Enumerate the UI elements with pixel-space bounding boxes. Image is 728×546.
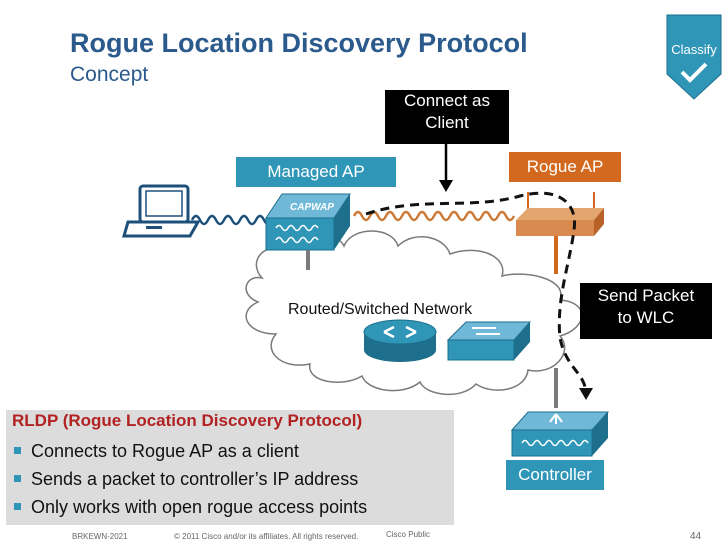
bullet-item: Connects to Rogue AP as a client (14, 441, 299, 462)
connect-label-line2: Client (425, 113, 469, 132)
rldp-info-panel (6, 410, 454, 525)
capwap-label: CAPWAP (290, 202, 334, 213)
send-packet-box: Send Packet to WLC (580, 283, 712, 339)
rldp-arrowhead (579, 388, 593, 400)
bullet-marker (14, 446, 21, 454)
laptop-icon (122, 184, 201, 238)
bullet-marker (14, 474, 21, 482)
badge-shape (666, 14, 722, 100)
connect-label-line1: Connect as (404, 91, 490, 110)
check-icon (680, 62, 708, 83)
connect-as-client-box: Connect as Client (385, 90, 509, 144)
badge-label: Classify (671, 42, 717, 57)
page-number: 44 (690, 531, 702, 542)
send-label-line2: to WLC (617, 308, 675, 327)
page-title: Rogue Location Discovery Protocol (70, 28, 528, 58)
bullet-text: Only works with open rogue access points (31, 497, 368, 517)
footer-classification: Cisco Public (386, 530, 431, 539)
network-label: Routed/Switched Network (288, 301, 473, 318)
rldp-dashed-path (365, 191, 588, 393)
wireless-signal-rogue (352, 210, 516, 222)
classify-badge: Classify (666, 14, 722, 100)
managed-ap-icon (265, 193, 351, 251)
footer-code: BRKEWN-2021 (72, 532, 128, 541)
controller-icon (510, 411, 610, 457)
bullet-item: Sends a packet to controller’s IP addres… (14, 469, 358, 490)
managed-ap-label: Managed AP (236, 157, 396, 187)
bullet-text: Connects to Rogue AP as a client (31, 441, 299, 461)
rldp-heading: RLDP (Rogue Location Discovery Protocol) (12, 411, 363, 430)
controller-label: Controller (506, 460, 604, 490)
bullet-text: Sends a packet to controller’s IP addres… (31, 469, 359, 489)
switch-icon (446, 321, 532, 361)
router-icon (363, 319, 437, 362)
bullet-item: Only works with open rogue access points (14, 497, 367, 518)
rogue-ap-label: Rogue AP (509, 152, 621, 182)
footer-copyright: © 2011 Cisco and/or its affiliates. All … (174, 532, 359, 541)
wireless-signal-laptop (190, 214, 282, 226)
page-subtitle: Concept (70, 63, 149, 86)
bullet-marker (14, 502, 21, 510)
send-label-line1: Send Packet (597, 286, 695, 305)
